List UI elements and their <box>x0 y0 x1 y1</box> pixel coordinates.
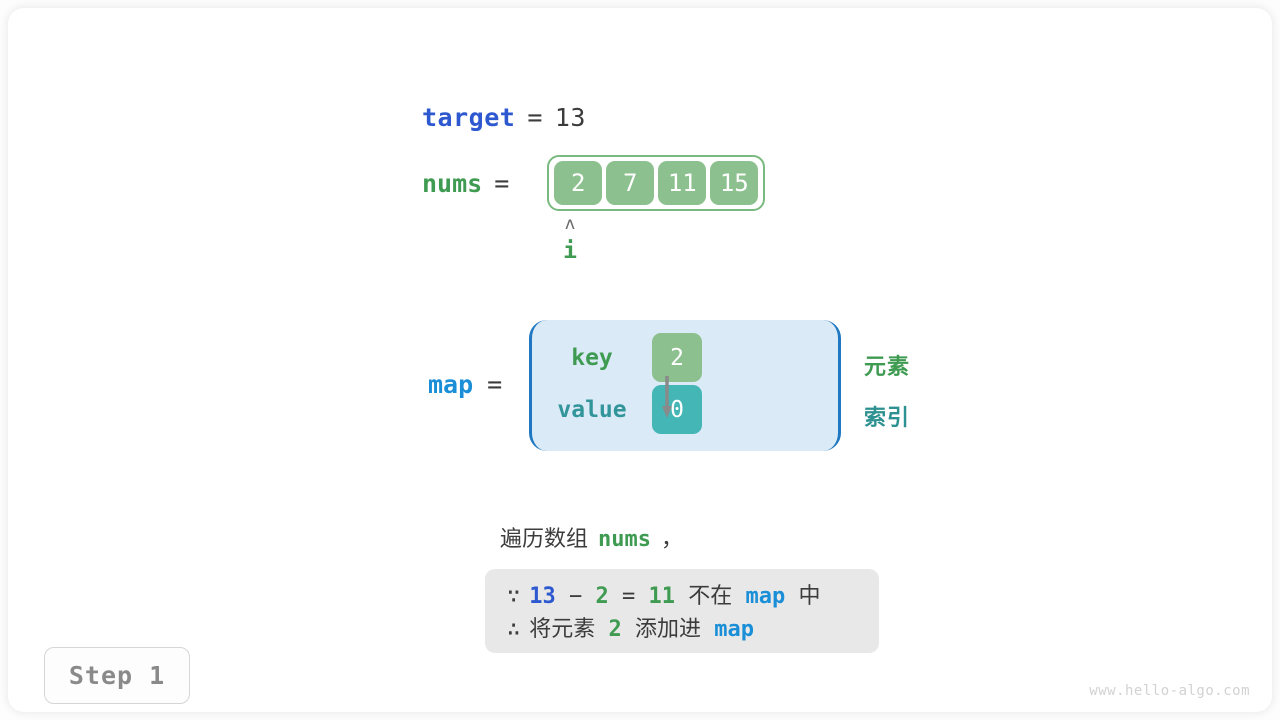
explanation-intro: 遍历数组 nums ， <box>500 521 683 553</box>
explain-add-into-text: 添加进 <box>635 617 702 642</box>
because-symbol: ∵ <box>507 584 521 609</box>
explain-tail-text: 中 <box>798 584 821 609</box>
index-pointer-label: i <box>563 238 577 264</box>
map-key-row: key 2 <box>532 333 702 382</box>
explain-target-value: 13 <box>529 584 556 609</box>
map-value-row: value 0 <box>532 385 702 434</box>
array-cell: 2 <box>554 161 603 205</box>
explain-minus-sign: − <box>569 584 583 609</box>
target-value: 13 <box>554 102 586 132</box>
annotation-index: 索引 <box>864 406 911 431</box>
map-value-label: value <box>557 396 627 423</box>
explanation-intro-prefix: 遍历数组 <box>500 527 589 552</box>
watermark: www.hello-algo.com <box>1089 683 1250 699</box>
explain-current-value: 2 <box>595 584 609 609</box>
page-card: target = 13 nums = 2 7 11 15 ʌ i map = k… <box>8 8 1272 712</box>
explanation-intro-suffix: ， <box>661 527 684 552</box>
index-pointer-caret-icon: ʌ <box>564 214 576 234</box>
array-cell: 11 <box>658 161 707 205</box>
explain-complement-value: 11 <box>648 584 676 609</box>
target-variable-name: target <box>422 102 516 132</box>
explain-map-code-2: map <box>714 617 755 642</box>
explain-add-element-text: 将元素 <box>529 617 596 642</box>
explanation-line-2: ∴ 将元素 2 添加进 map <box>507 611 857 644</box>
map-value-cell: 0 <box>652 385 702 434</box>
key-to-value-arrow-icon <box>662 376 672 418</box>
explanation-intro-code: nums <box>598 527 651 552</box>
nums-equals-sign: = <box>494 168 510 198</box>
therefore-symbol: ∴ <box>507 617 521 642</box>
nums-variable-name: nums <box>422 168 483 198</box>
nums-array-container: 2 7 11 15 <box>547 155 766 211</box>
target-equals-sign: = <box>527 102 543 132</box>
map-equals-sign: = <box>487 370 503 399</box>
explain-map-code-1: map <box>745 584 786 609</box>
explain-added-value: 2 <box>608 617 622 642</box>
map-variable-name: map <box>428 370 474 399</box>
map-container: key 2 value 0 <box>529 320 841 451</box>
array-cell: 15 <box>710 161 759 205</box>
explain-not-in-text: 不在 <box>688 584 733 609</box>
nums-variable-row: nums = 2 7 11 15 <box>422 155 766 211</box>
step-badge: Step 1 <box>44 647 190 704</box>
map-key-cell: 2 <box>652 333 702 382</box>
array-cell: 7 <box>606 161 655 205</box>
target-variable-row: target = 13 <box>422 100 586 134</box>
explanation-box: ∵ 13 − 2 = 11 不在 map 中 ∴ 将元素 <box>485 569 879 653</box>
explanation-line-1: ∵ 13 − 2 = 11 不在 map 中 <box>507 578 857 611</box>
annotation-element: 元素 <box>864 355 911 380</box>
explain-equals-sign: = <box>622 584 636 609</box>
map-key-label: key <box>571 344 613 371</box>
map-variable-row: map = <box>428 370 502 399</box>
